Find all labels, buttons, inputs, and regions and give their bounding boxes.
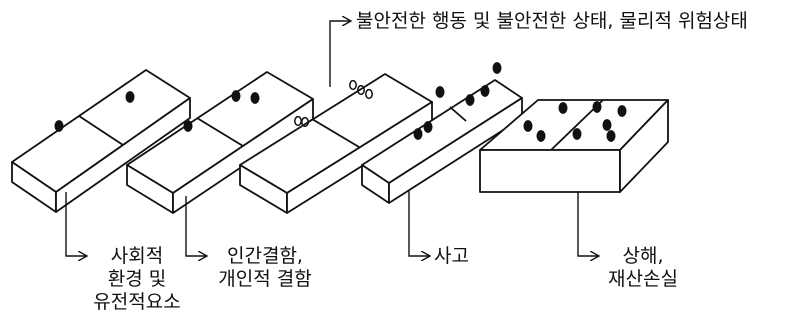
domino-4	[361, 62, 523, 204]
connector-social	[65, 192, 86, 256]
domino-2-dot	[231, 90, 241, 102]
domino-4-dot	[413, 128, 423, 140]
domino-1-dot	[54, 120, 64, 132]
domino-5-front	[479, 149, 621, 193]
domino-5-dot	[606, 130, 616, 142]
label-social-environment: 사회적 환경 및 유전적요소	[93, 245, 181, 313]
domino-5-dot	[558, 102, 568, 114]
domino-5-dot	[602, 119, 612, 131]
domino-5-side	[619, 99, 669, 193]
connector-top	[329, 21, 350, 87]
domino-3-hollow-dot	[365, 88, 373, 100]
label-personal-fault: 인간결함, 개인적 결함	[218, 245, 312, 290]
domino-4-dot	[465, 94, 475, 106]
domino-3	[239, 73, 433, 214]
domino-4-divider	[449, 106, 467, 122]
label-accident: 사고	[434, 245, 469, 267]
domino-2-dot	[183, 120, 193, 132]
domino-4-dot	[480, 85, 490, 97]
domino-3-hollow-dot	[357, 84, 365, 96]
domino-2-divider	[196, 117, 244, 147]
domino-5-dot	[536, 130, 546, 142]
domino-5-dot	[572, 128, 582, 140]
domino-4-dot	[423, 121, 433, 133]
domino-1	[11, 69, 191, 213]
domino-1-dot	[125, 91, 135, 103]
domino-2	[126, 71, 314, 214]
domino-1-divider	[78, 115, 124, 146]
connector-personal	[185, 196, 206, 256]
domino-3-divider	[311, 118, 360, 148]
connector-accident	[408, 190, 429, 256]
domino-5-dot	[592, 101, 602, 113]
domino-5	[479, 99, 669, 193]
domino-5-dot	[523, 120, 533, 132]
label-unsafe-acts: 불안전한 행동 및 불안전한 상태, 물리적 위험상태	[356, 10, 748, 32]
domino-5-dot	[617, 105, 627, 117]
domino-3-hollow-dot	[349, 79, 357, 91]
domino-4-dot	[435, 86, 445, 98]
domino-3-hollow-dot	[301, 116, 309, 128]
label-injury: 상해, 재산손실	[608, 245, 678, 290]
domino-1-side	[55, 97, 191, 213]
domino-2-dot	[250, 92, 260, 104]
connector-injury	[577, 192, 598, 256]
domino-4-dot	[492, 62, 502, 74]
